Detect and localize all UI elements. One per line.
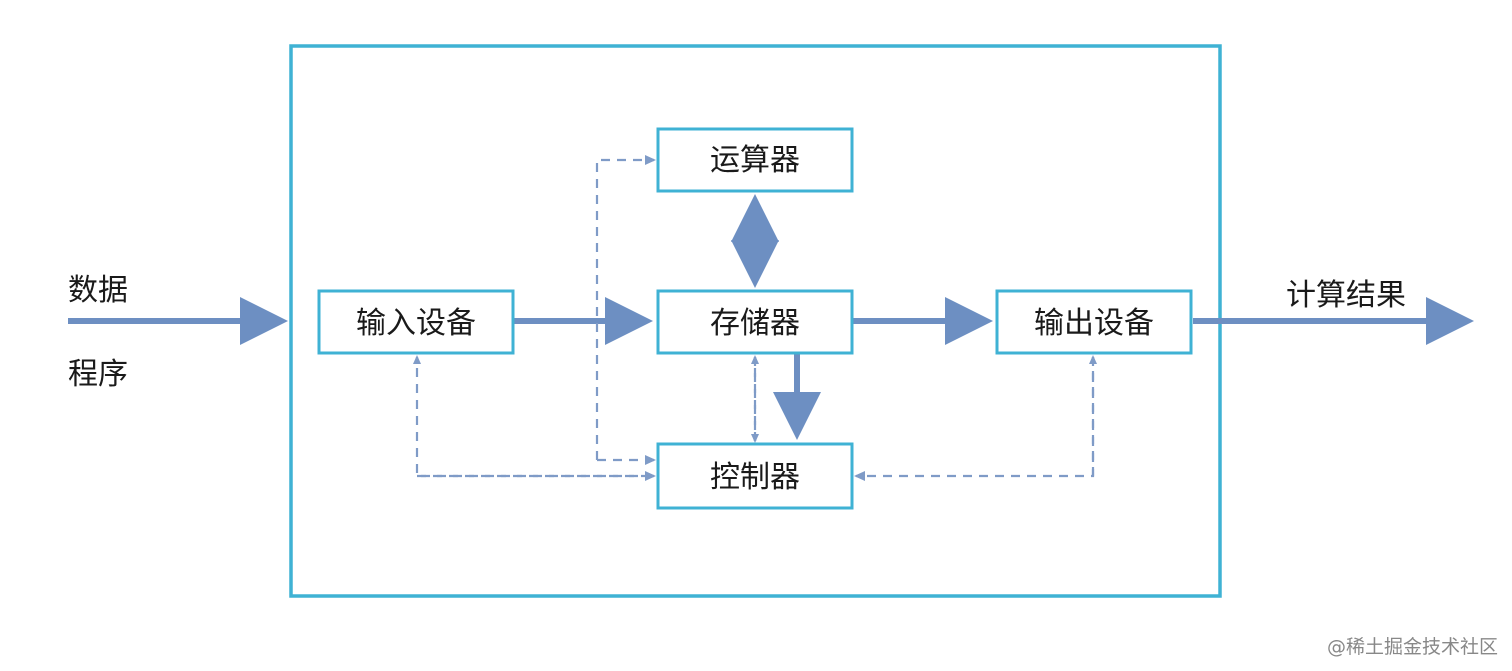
control-unit-box: 控制器 [656, 442, 854, 510]
data-label: 数据 [68, 273, 128, 308]
control-to-input-dashed-arrow [413, 355, 654, 478]
memory-label: 存储器 [710, 306, 800, 341]
input-device-label: 输入设备 [356, 306, 476, 341]
program-label: 程序 [68, 357, 128, 392]
alu-box: 运算器 [656, 127, 854, 193]
output-to-control-dashed-arrow [854, 357, 1095, 481]
input-device-box: 输入设备 [317, 289, 515, 355]
alu-label: 运算器 [710, 143, 800, 178]
memory-box: 存储器 [656, 289, 854, 355]
watermark: @稀土掘金技术社区 [1326, 636, 1498, 658]
result-label: 计算结果 [1286, 278, 1406, 313]
control-to-alu-dashed-arrow [595, 155, 656, 460]
control-unit-label: 控制器 [710, 460, 800, 495]
output-device-box: 输出设备 [995, 289, 1193, 355]
output-device-label: 输出设备 [1034, 306, 1154, 341]
